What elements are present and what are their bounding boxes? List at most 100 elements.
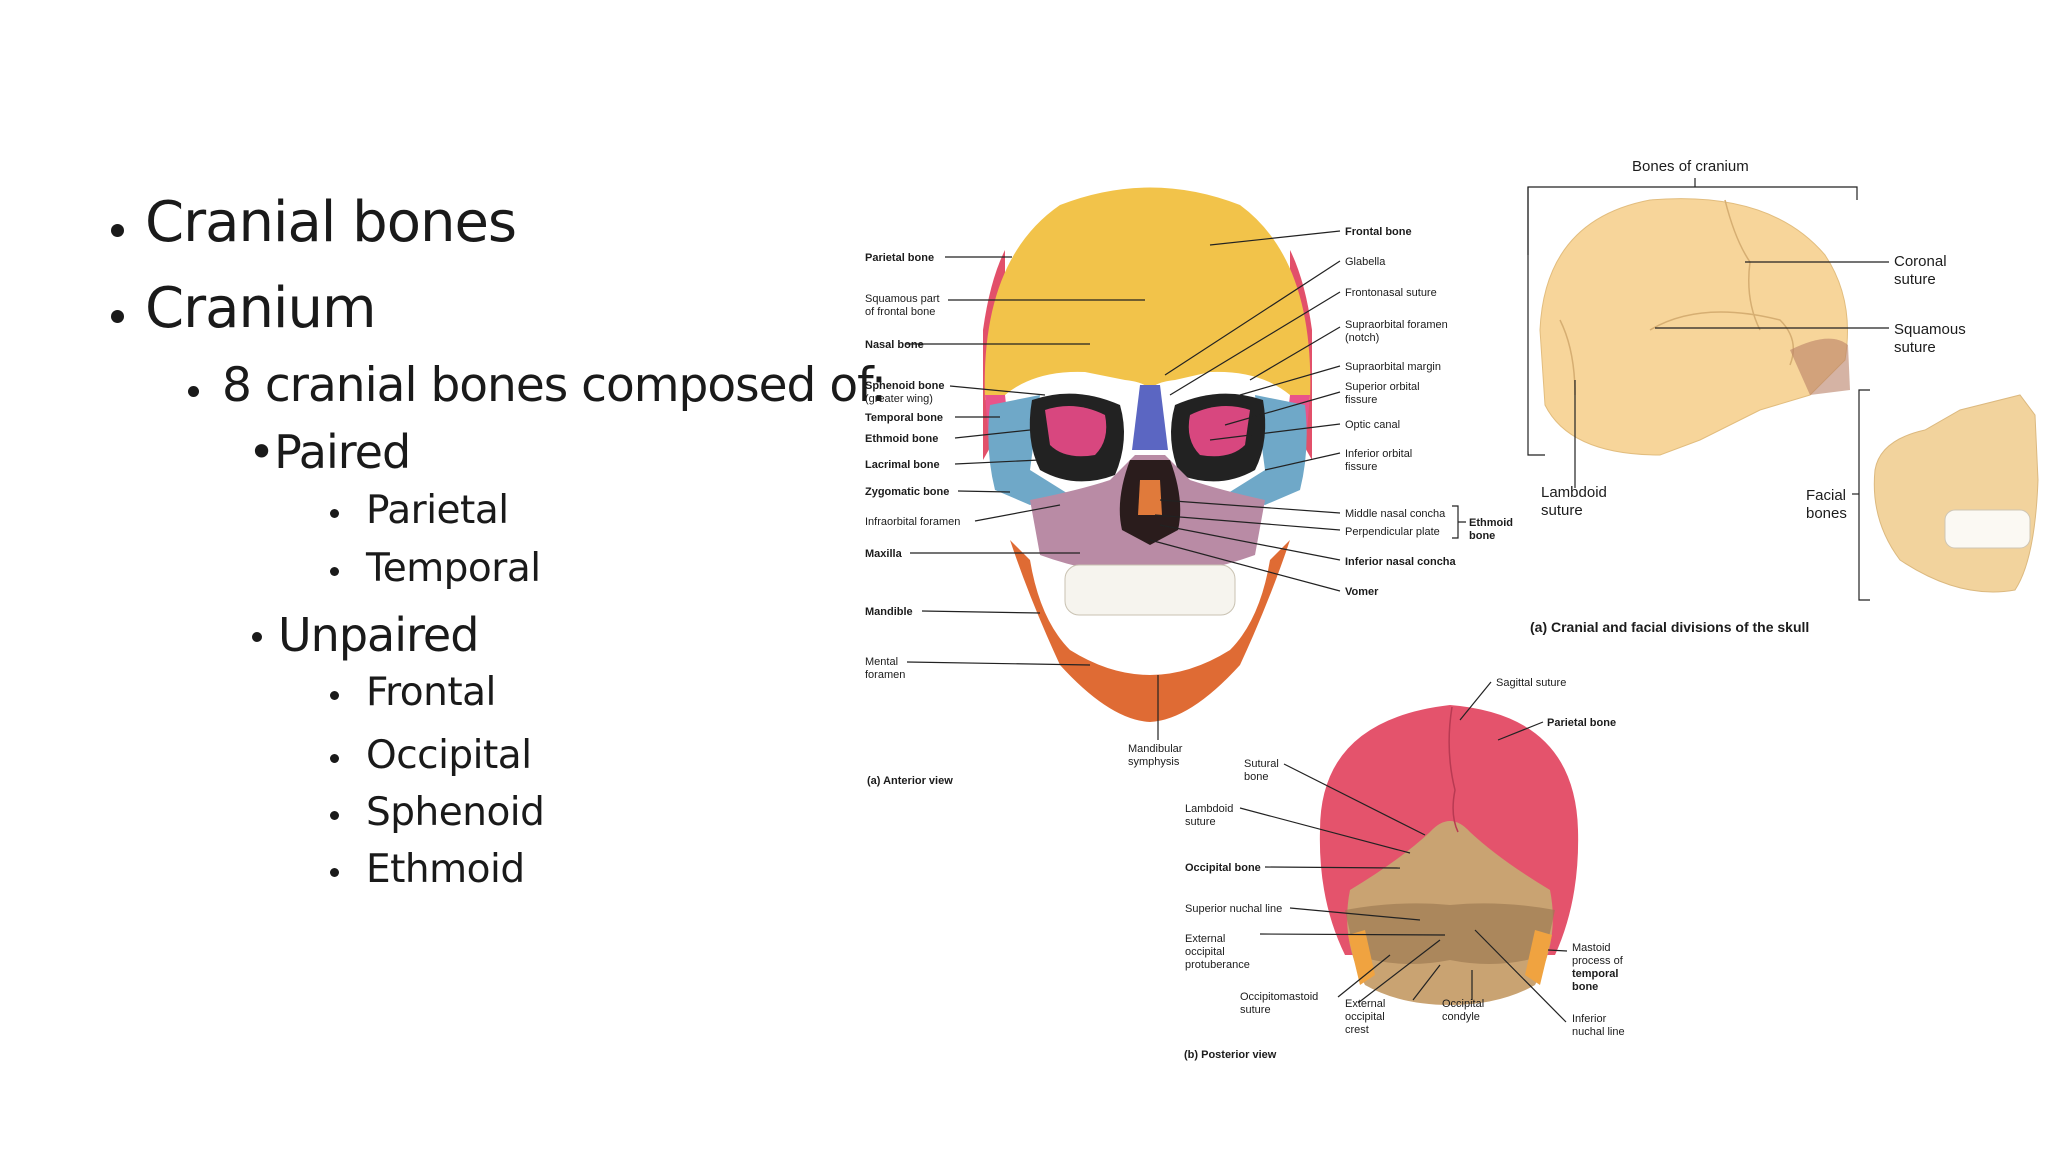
anterior-orbit-wall-left [1045, 406, 1107, 457]
bullet-text: Temporal [366, 546, 541, 591]
label-mastoid-process-2: process of [1572, 955, 1624, 967]
posterior-view-caption: (b) Posterior view [1184, 1049, 1277, 1061]
lateral-mandible [1873, 394, 2039, 593]
anterior-labels: Parietal bone Squamous part of frontal b… [865, 226, 1513, 787]
label-bones-of-cranium: Bones of cranium [1632, 158, 1749, 175]
bullet-frontal: Frontal [330, 670, 496, 715]
label-mental-foramen-2: foramen [865, 669, 905, 681]
bullet-list: Cranial bones Cranium 8 cranial bones co… [0, 0, 887, 1152]
bullet-dot [330, 868, 339, 877]
label-lacrimal-bone: Lacrimal bone [865, 459, 940, 471]
lateral-face-shadow [1790, 338, 1850, 395]
posterior-leader-lines [1239, 681, 1568, 1023]
bullet-dot [111, 224, 124, 237]
label-superior-orbital-fissure-1: Superior orbital [1345, 381, 1420, 393]
label-vomer: Vomer [1345, 586, 1379, 598]
label-external-occipital-crest-2: occipital [1345, 1011, 1385, 1023]
label-frontonasal-suture: Frontonasal suture [1345, 287, 1437, 299]
bullet-dot [330, 509, 339, 518]
bullet-text: Cranial bones [145, 190, 517, 255]
label-inferior-orbital-fissure-1: Inferior orbital [1345, 448, 1412, 460]
label-supraorbital-foramen-2: (notch) [1345, 332, 1379, 344]
label-superior-orbital-fissure-2: fissure [1345, 394, 1377, 406]
label-squamous-suture-2: suture [1894, 339, 1936, 356]
anterior-view-caption: (a) Anterior view [867, 775, 953, 787]
label-glabella: Glabella [1345, 256, 1386, 268]
label-mandibular-symphysis-2: symphysis [1128, 756, 1180, 768]
lateral-cranium [1539, 198, 1848, 456]
label-external-occipital-protuberance-2: occipital [1185, 946, 1225, 958]
label-maxilla: Maxilla [865, 548, 903, 560]
label-squamous-part-1: Squamous part [865, 293, 940, 305]
label-external-occipital-protuberance-1: External [1185, 933, 1225, 945]
label-supraorbital-margin: Supraorbital margin [1345, 361, 1441, 373]
label-squamous-suture-1: Squamous [1894, 321, 1966, 338]
label-external-occipital-crest-3: crest [1345, 1024, 1369, 1036]
label-sphenoid-bone-1: Sphenoid bone [865, 380, 944, 392]
bullet-dot [111, 310, 124, 323]
label-frontal-bone: Frontal bone [1345, 226, 1412, 238]
bullet-dot [330, 691, 339, 700]
posterior-sagittal-suture [1448, 706, 1459, 833]
anterior-orbit-wall-right [1188, 406, 1250, 457]
label-perpendicular-plate: Perpendicular plate [1345, 526, 1440, 538]
label-coronal-suture-2: suture [1894, 271, 1936, 288]
label-zygomatic-bone: Zygomatic bone [865, 486, 949, 498]
label-nasal-bone: Nasal bone [865, 339, 924, 351]
anterior-conchae [1138, 480, 1162, 515]
label-ethmoid-bone: Ethmoid bone [865, 433, 938, 445]
label-ethmoid-bone-group-1: Ethmoid [1469, 517, 1513, 529]
bullet-cranium: Cranium [108, 276, 377, 341]
label-inferior-nuchal-line-1: Inferior [1572, 1013, 1607, 1025]
anterior-nasal-bone [1132, 385, 1168, 450]
lateral-teeth [1944, 509, 2031, 549]
label-external-occipital-protuberance-3: protuberance [1185, 959, 1250, 971]
label-mandibular-symphysis-1: Mandibular [1128, 743, 1183, 755]
bullet-text: Unpaired [278, 608, 479, 662]
bullet-text: Cranium [145, 276, 377, 341]
label-posterior-lambdoid-suture-1: Lambdoid [1185, 803, 1233, 815]
label-infraorbital-foramen: Infraorbital foramen [865, 516, 960, 528]
bullet-cranial-bones: Cranial bones [108, 190, 517, 255]
bullet-dot [188, 386, 199, 397]
bullet-sphenoid: Sphenoid [330, 790, 545, 835]
bullet-text: Ethmoid [366, 847, 525, 892]
label-temporal-bone: Temporal bone [865, 412, 943, 424]
label-sagittal-suture: Sagittal suture [1496, 677, 1566, 689]
label-mastoid-process-1: Mastoid [1572, 942, 1611, 954]
bullet-paired: •Paired [248, 425, 411, 479]
label-posterior-lambdoid-suture-2: suture [1185, 816, 1216, 828]
lateral-view-caption: (a) Cranial and facial divisions of the … [1530, 619, 1809, 635]
label-parietal-bone: Parietal bone [865, 252, 934, 264]
label-occipitomastoid-suture-2: suture [1240, 1004, 1271, 1016]
label-middle-nasal-concha: Middle nasal concha [1345, 508, 1446, 520]
label-superior-nuchal-line: Superior nuchal line [1185, 903, 1282, 915]
label-inferior-nasal-concha: Inferior nasal concha [1345, 556, 1457, 568]
bullet-unpaired: Unpaired [252, 608, 479, 662]
bullet-dot [330, 754, 339, 763]
label-supraorbital-foramen-1: Supraorbital foramen [1345, 319, 1448, 331]
posterior-skull-drawing [1319, 705, 1579, 1005]
bullet-text: Occipital [366, 733, 532, 778]
label-posterior-parietal-bone: Parietal bone [1547, 717, 1616, 729]
label-mandible: Mandible [865, 606, 913, 618]
bullet-text: •Paired [248, 425, 411, 479]
anterior-zygomatic-left [988, 395, 1070, 505]
bullet-eight-cranial-bones: 8 cranial bones composed of: [186, 358, 887, 413]
bullet-occipital: Occipital [330, 733, 532, 778]
label-mastoid-process-4: bone [1572, 981, 1598, 993]
bullet-temporal: Temporal [330, 546, 541, 591]
anterior-teeth [1064, 564, 1236, 616]
anterior-mandible [1010, 540, 1290, 722]
label-sutural-bone-1: Sutural [1244, 758, 1279, 770]
bullet-dot [330, 811, 339, 820]
label-inferior-orbital-fissure-2: fissure [1345, 461, 1377, 473]
anterior-skull-drawing [983, 187, 1312, 722]
anterior-zygomatic-right [1225, 395, 1307, 505]
lateral-skull-drawing [1527, 178, 2039, 601]
label-occipitomastoid-suture-1: Occipitomastoid [1240, 991, 1318, 1003]
label-coronal-suture-1: Coronal [1894, 253, 1947, 270]
posterior-base [1345, 903, 1555, 964]
